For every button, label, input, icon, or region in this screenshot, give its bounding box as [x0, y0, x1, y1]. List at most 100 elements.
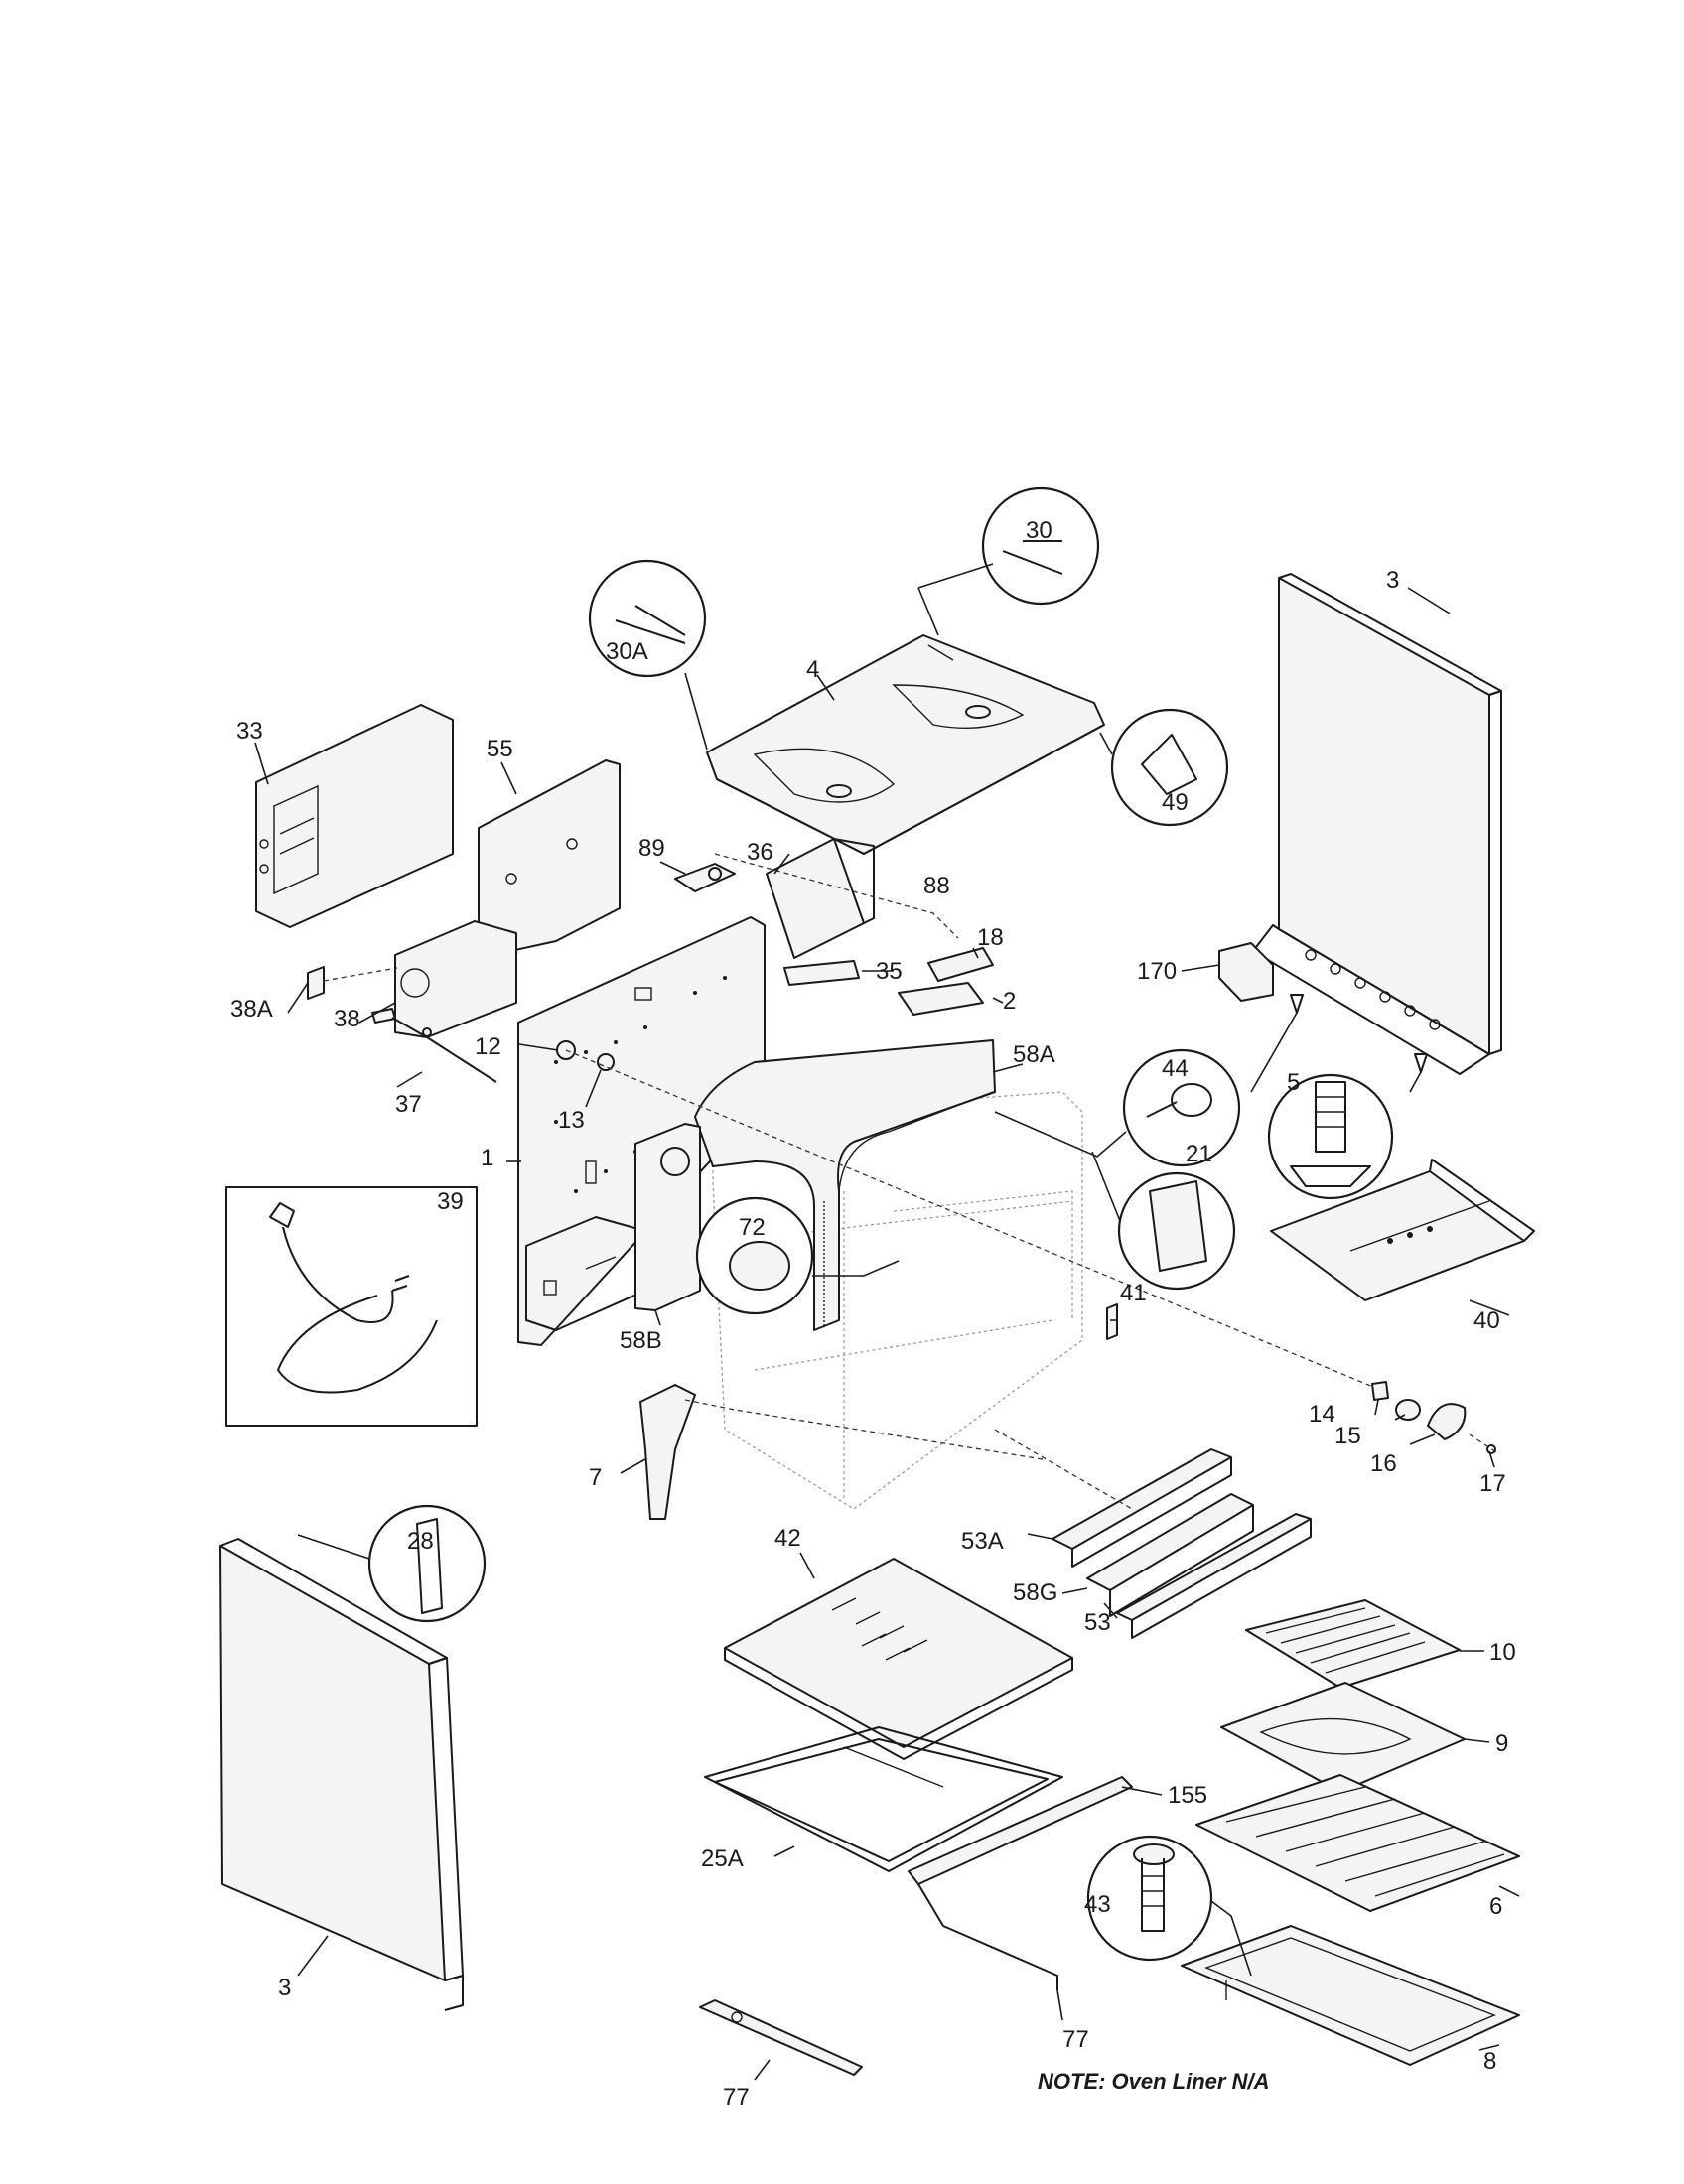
label-38: 38 — [334, 1006, 360, 1032]
callout-49 — [1110, 708, 1229, 827]
label-25A: 25A — [701, 1845, 744, 1872]
slide-rail-part-155 — [908, 1776, 1133, 1990]
label-155: 155 — [1168, 1782, 1207, 1809]
label-53: 53 — [1084, 1609, 1111, 1636]
label-58B: 58B — [620, 1327, 662, 1354]
oven-liner-outline — [712, 1091, 1083, 1510]
heat-shield-part-40 — [1270, 1159, 1535, 1301]
label-5: 5 — [1287, 1069, 1300, 1096]
insulation-part-58B — [634, 1123, 701, 1311]
callout-44 — [1122, 1048, 1241, 1167]
right-side-panel-part-3 — [1252, 573, 1502, 1075]
hinge-part-170 — [1218, 942, 1274, 1002]
drip-tray-part-8 — [1181, 1925, 1520, 2066]
leader-lines — [254, 587, 1520, 2081]
vent-duct-part-36 — [766, 838, 875, 959]
wire-clip-part-17 — [1469, 1433, 1500, 1455]
rail-part-53A — [1052, 1448, 1232, 1568]
lamp-socket-part-14 — [1371, 1381, 1389, 1401]
back-wall-holes — [554, 976, 727, 1193]
callout-30 — [981, 486, 1100, 606]
label-33: 33 — [236, 718, 263, 745]
component-part-13 — [597, 1053, 615, 1071]
label-8: 8 — [1483, 2048, 1496, 2075]
bracket-part-89 — [674, 863, 736, 892]
label-17: 17 — [1479, 1470, 1506, 1497]
lamp-cover-part-16 — [1427, 1403, 1467, 1440]
label-3-left: 3 — [278, 1975, 291, 2001]
leveler-screw-left — [1290, 994, 1304, 1014]
element-part-7 — [639, 1384, 696, 1520]
label-30: 30 — [1026, 517, 1052, 544]
label-58G: 58G — [1013, 1579, 1057, 1606]
power-cord-box-part-39 — [225, 1186, 478, 1427]
broiler-grid-slots — [1265, 1607, 1426, 1674]
back-panel-part-33 — [255, 704, 454, 928]
label-10: 10 — [1489, 1639, 1516, 1666]
frame-part-25A — [704, 1726, 1063, 1872]
back-panel-part-38 — [394, 920, 517, 1038]
lamp-bulb-part-15 — [1395, 1399, 1421, 1421]
label-40: 40 — [1474, 1307, 1500, 1334]
label-77-mid: 77 — [1062, 2026, 1089, 2053]
label-58A: 58A — [1013, 1041, 1055, 1068]
label-9: 9 — [1495, 1730, 1508, 1757]
clip-part-41 — [1106, 1303, 1118, 1340]
back-panel-part-55 — [478, 759, 621, 954]
leveler-screw-right — [1414, 1053, 1428, 1073]
label-6: 6 — [1489, 1893, 1502, 1920]
label-77-bottom: 77 — [723, 2084, 750, 2111]
label-37: 37 — [395, 1091, 422, 1118]
label-49: 49 — [1162, 789, 1189, 816]
label-53A: 53A — [961, 1528, 1004, 1555]
top-panel-part-4 — [706, 634, 1105, 855]
oven-liner-note: NOTE: Oven Liner N/A — [1038, 2069, 1269, 2094]
label-170: 170 — [1137, 958, 1177, 985]
right-panel-holes — [1305, 949, 1441, 1030]
label-7: 7 — [589, 1464, 602, 1491]
callout-5 — [1267, 1073, 1394, 1200]
label-72: 72 — [739, 1214, 766, 1241]
label-88: 88 — [923, 873, 950, 899]
label-36: 36 — [747, 839, 773, 866]
label-38A: 38A — [230, 996, 273, 1023]
label-1: 1 — [481, 1145, 493, 1171]
bottom-panel-part-42 — [724, 1558, 1073, 1760]
label-30A: 30A — [606, 638, 648, 665]
callout-43 — [1086, 1835, 1213, 1962]
label-4: 4 — [806, 656, 819, 683]
label-13: 13 — [558, 1107, 585, 1134]
bottom-panel-slots — [831, 1597, 928, 1661]
gasket-part-35 — [783, 960, 860, 986]
callout-28 — [367, 1504, 487, 1623]
rail-part-58G — [1086, 1493, 1254, 1617]
label-35: 35 — [876, 958, 903, 985]
bracket-part-18 — [927, 947, 994, 982]
label-21: 21 — [1186, 1141, 1212, 1167]
oven-rack-part-6 — [1195, 1774, 1520, 1912]
bracket-part-2 — [898, 982, 984, 1016]
label-55: 55 — [487, 736, 513, 762]
part-labels: 30 30A 3 4 33 55 49 36 89 88 18 35 2 170… — [230, 517, 1516, 2111]
callout-30A — [588, 559, 707, 678]
label-12: 12 — [475, 1033, 501, 1060]
label-44: 44 — [1162, 1055, 1189, 1082]
label-43: 43 — [1084, 1891, 1111, 1918]
broiler-grid-part-10 — [1245, 1599, 1461, 1689]
callout-72 — [695, 1196, 814, 1315]
label-42: 42 — [774, 1525, 801, 1552]
oven-rack-bars — [1225, 1786, 1505, 1897]
label-39: 39 — [437, 1188, 464, 1215]
label-3-right: 3 — [1386, 567, 1399, 594]
label-15: 15 — [1334, 1423, 1361, 1449]
insulation-part-58A — [694, 1039, 996, 1331]
clip-part-38A — [307, 966, 325, 1000]
label-18: 18 — [977, 924, 1004, 951]
label-89: 89 — [638, 835, 665, 862]
strip-part-77-bottom — [699, 1999, 863, 2076]
callout-21 — [1117, 1171, 1236, 1291]
label-2: 2 — [1003, 988, 1016, 1015]
label-28: 28 — [407, 1528, 434, 1555]
label-41: 41 — [1120, 1280, 1147, 1306]
